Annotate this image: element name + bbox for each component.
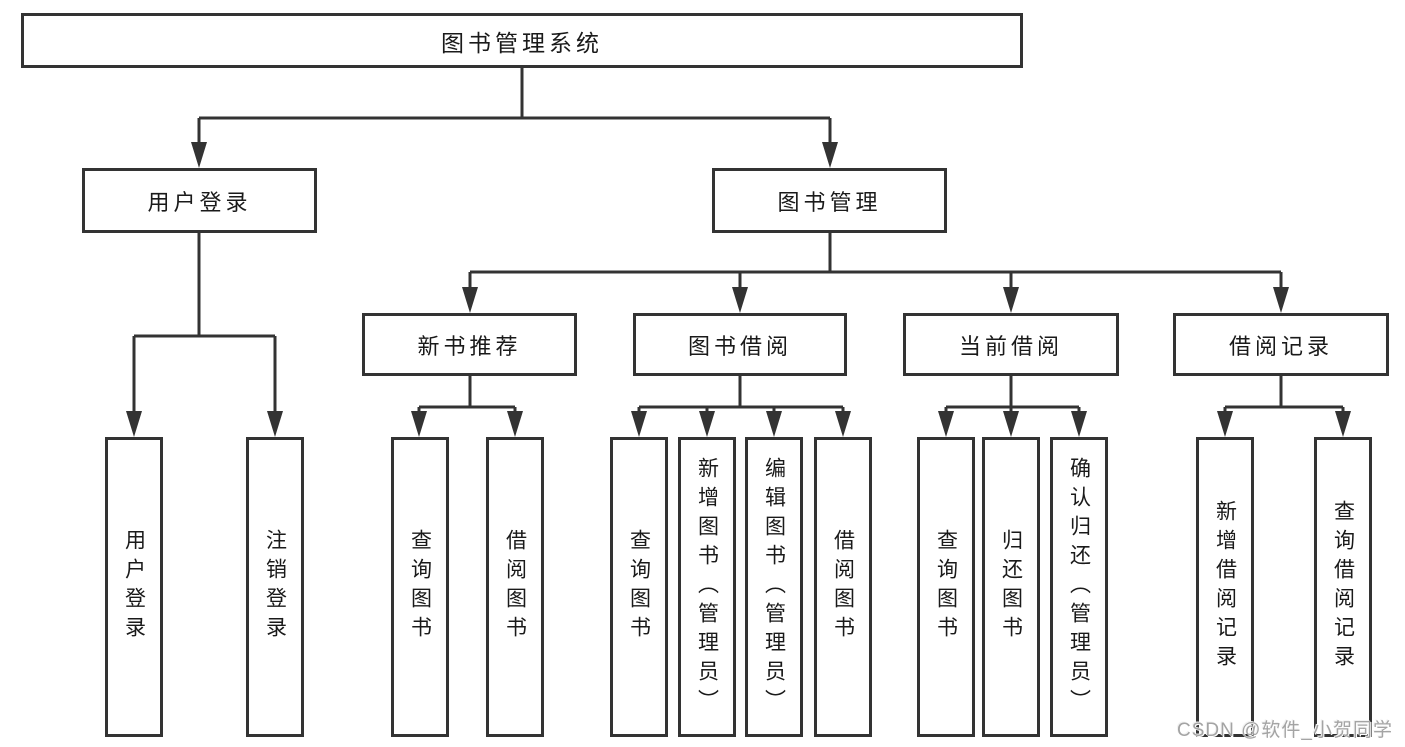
leaf-borrow-books-borrowing: 借阅图书	[814, 437, 872, 737]
node-new-book-recommendation: 新书推荐	[362, 313, 577, 376]
node-book-management: 图书管理	[712, 168, 947, 233]
leaf-query-books-recommend-label: 查询图书	[408, 529, 432, 645]
leaf-logout: 注销登录	[246, 437, 304, 737]
leaf-query-books-current: 查询图书	[917, 437, 975, 737]
leaf-confirm-return-admin-label: 确认归还（管理员）	[1067, 456, 1091, 718]
leaf-add-borrow-record-label: 新增借阅记录	[1213, 500, 1237, 674]
leaf-user-login-label: 用户登录	[122, 529, 146, 645]
leaf-confirm-return-admin: 确认归还（管理员）	[1050, 437, 1108, 737]
node-book-management-label: 图书管理	[777, 189, 882, 215]
leaf-return-books: 归还图书	[982, 437, 1040, 737]
arrowheads	[126, 142, 1351, 437]
leaf-query-books-borrowing-label: 查询图书	[627, 529, 651, 645]
leaf-query-books-current-label: 查询图书	[934, 529, 958, 645]
leaf-logout-label: 注销登录	[263, 529, 287, 645]
node-new-book-recommendation-label: 新书推荐	[417, 333, 522, 359]
node-user-login-label: 用户登录	[147, 189, 252, 215]
leaf-add-books-admin: 新增图书（管理员）	[678, 437, 736, 737]
leaf-edit-books-admin: 编辑图书（管理员）	[745, 437, 803, 737]
leaf-add-books-admin-label: 新增图书（管理员）	[695, 456, 719, 718]
leaf-query-books-borrowing: 查询图书	[610, 437, 668, 737]
node-user-login: 用户登录	[82, 168, 317, 233]
leaf-query-books-recommend: 查询图书	[391, 437, 449, 737]
node-system-root: 图书管理系统	[21, 13, 1023, 68]
csdn-watermark: CSDN @软件_小贺同学	[1177, 720, 1393, 741]
leaf-return-books-label: 归还图书	[999, 529, 1023, 645]
node-borrowing-records-label: 借阅记录	[1228, 333, 1333, 359]
leaf-query-borrow-record-label: 查询借阅记录	[1331, 500, 1355, 674]
leaf-borrow-books-recommend: 借阅图书	[486, 437, 544, 737]
leaf-user-login: 用户登录	[105, 437, 163, 737]
leaf-borrow-books-recommend-label: 借阅图书	[503, 529, 527, 645]
leaf-borrow-books-borrowing-label: 借阅图书	[831, 529, 855, 645]
node-system-root-label: 图书管理系统	[441, 29, 603, 56]
node-current-borrowing-label: 当前借阅	[958, 333, 1063, 359]
node-book-borrowing: 图书借阅	[633, 313, 847, 376]
node-current-borrowing: 当前借阅	[903, 313, 1119, 376]
leaf-edit-books-admin-label: 编辑图书（管理员）	[762, 456, 786, 718]
leaf-add-borrow-record: 新增借阅记录	[1196, 437, 1254, 737]
node-borrowing-records: 借阅记录	[1173, 313, 1389, 376]
node-book-borrowing-label: 图书借阅	[687, 333, 792, 359]
leaf-query-borrow-record: 查询借阅记录	[1314, 437, 1372, 737]
